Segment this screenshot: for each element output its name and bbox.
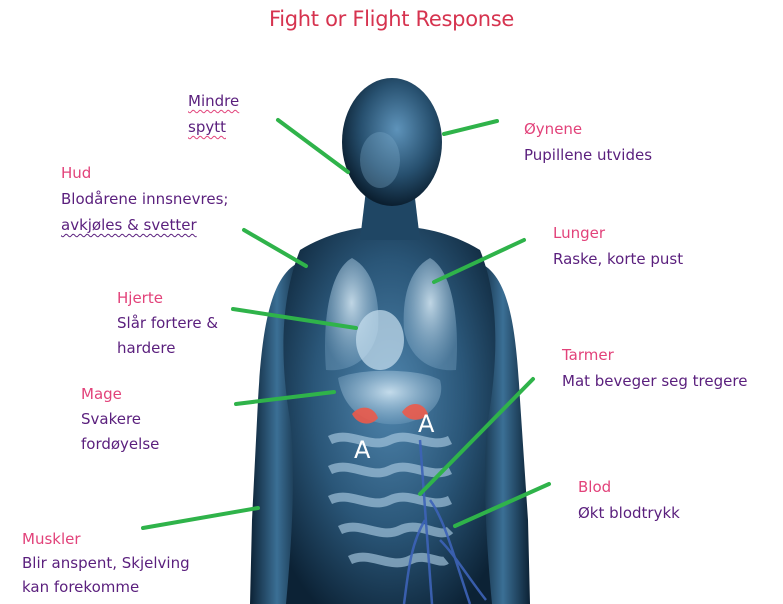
label-hjerte-line-2: hardere — [117, 337, 218, 359]
label-muskler-line-2: kan forekomme — [22, 576, 190, 598]
lead-line-oynene — [444, 121, 497, 134]
label-lunger-line-1: Raske, korte pust — [553, 248, 683, 270]
label-hjerte-heading: Hjerte — [117, 287, 218, 309]
label-hud-heading: Hud — [61, 162, 228, 184]
label-mage-line-2: fordøyelse — [81, 433, 159, 455]
label-blod-line-1: Økt blodtrykk — [578, 502, 680, 524]
label-blod: Blod Økt blodtrykk — [578, 476, 680, 524]
lead-line-hjerte — [233, 309, 356, 328]
label-lunger: Lunger Raske, korte pust — [553, 222, 683, 270]
label-tarmer: Tarmer Mat beveger seg tregere — [562, 344, 747, 392]
label-hjerte-line-1: Slår fortere & — [117, 312, 218, 334]
label-muskler-heading: Muskler — [22, 528, 190, 550]
label-mindre-line-1: spytt — [188, 116, 239, 138]
label-hud-line-1: Blodårene innsnevres; — [61, 188, 228, 210]
lead-line-lunger — [434, 240, 524, 282]
lead-line-blod — [455, 484, 549, 526]
label-mage: Mage Svakere fordøyelse — [81, 383, 159, 455]
label-muskler: Muskler Blir anspent, Skjelving kan fore… — [22, 528, 190, 598]
label-oynene: Øynene Pupillene utvides — [524, 118, 652, 166]
lead-line-tarmer — [420, 379, 533, 494]
label-blod-heading: Blod — [578, 476, 680, 498]
label-mindre-heading: Mindre — [188, 90, 239, 112]
label-mindre: Mindre spytt — [188, 90, 239, 138]
lead-line-hud — [244, 230, 306, 266]
label-hud-line-2: avkjøles & svetter — [61, 214, 228, 236]
label-tarmer-heading: Tarmer — [562, 344, 747, 366]
label-mage-line-1: Svakere — [81, 408, 159, 430]
label-oynene-line-1: Pupillene utvides — [524, 144, 652, 166]
label-tarmer-line-1: Mat beveger seg tregere — [562, 370, 747, 392]
lead-line-mage — [236, 392, 334, 404]
lead-line-muskler — [143, 508, 258, 528]
label-muskler-line-1: Blir anspent, Skjelving — [22, 552, 190, 574]
label-lunger-heading: Lunger — [553, 222, 683, 244]
lead-line-mindre — [278, 120, 348, 172]
label-mage-heading: Mage — [81, 383, 159, 405]
label-hud: Hud Blodårene innsnevres; avkjøles & sve… — [61, 162, 228, 236]
label-oynene-heading: Øynene — [524, 118, 652, 140]
label-hjerte: Hjerte Slår fortere & hardere — [117, 287, 218, 359]
